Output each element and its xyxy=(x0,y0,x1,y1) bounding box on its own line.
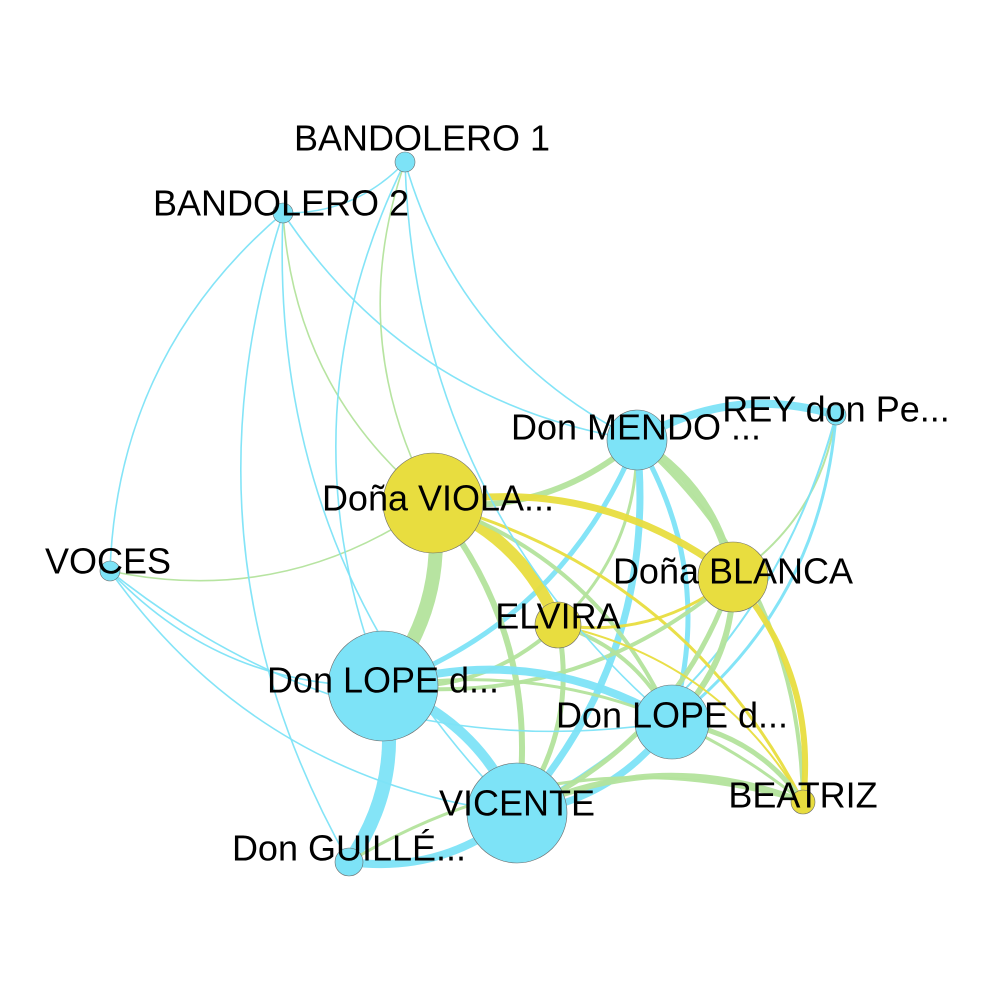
node-label-rey: REY don Pe... xyxy=(722,389,949,430)
node-label-blanca: Doña BLANCA xyxy=(613,551,853,592)
edge-lope1-bandolero1 xyxy=(335,161,406,687)
node-label-voces: VOCES xyxy=(45,541,171,582)
node-viola[interactable] xyxy=(382,452,484,554)
node-lope2[interactable] xyxy=(634,684,710,760)
node-voces[interactable] xyxy=(99,560,121,582)
node-rey[interactable] xyxy=(825,404,847,426)
labels-layer: BANDOLERO 1 BANDOLERO 2 Don MENDO ...REY d… xyxy=(45,118,950,869)
edge-vicente-bandolero2 xyxy=(281,212,518,814)
node-lope1[interactable] xyxy=(327,630,439,742)
node-bandolero1[interactable] xyxy=(394,151,416,173)
edge-blanca-beatriz xyxy=(730,574,809,805)
node-label-mendo: Don MENDO ... xyxy=(511,407,761,448)
node-label-lope2: Don LOPE d... xyxy=(556,695,788,736)
edge-elvira-beatriz xyxy=(557,624,804,803)
node-mendo[interactable] xyxy=(606,409,668,471)
node-blanca[interactable] xyxy=(697,541,769,613)
node-label-beatriz: BEATRIZ xyxy=(728,775,877,816)
edge-voces-bandolero2 xyxy=(109,212,284,572)
node-vicente[interactable] xyxy=(466,762,568,864)
node-guillen[interactable] xyxy=(334,847,364,877)
edge-lope2-bandolero1 xyxy=(404,161,673,723)
node-label-guillen: Don GUILLÉ... xyxy=(232,828,466,869)
edge-mendo-beatriz xyxy=(635,438,805,804)
node-label-bandolero1: BANDOLERO 1 xyxy=(294,118,550,159)
edge-mendo-vicente xyxy=(513,436,644,817)
edge-lope1-beatriz xyxy=(381,678,805,804)
node-beatriz[interactable] xyxy=(790,789,816,815)
nodes-layer xyxy=(99,151,847,877)
edge-rey-lope2 xyxy=(670,413,838,724)
node-elvira[interactable] xyxy=(534,601,582,649)
node-label-vicente: VICENTE xyxy=(439,783,595,824)
node-label-elvira: ELVIRA xyxy=(495,596,620,637)
edge-bandolero1-bandolero2 xyxy=(282,161,406,214)
node-bandolero2[interactable] xyxy=(272,202,294,224)
edge-guillen-beatriz xyxy=(347,776,805,864)
node-label-bandolero2: BANDOLERO 2 xyxy=(153,183,409,224)
edge-mendo-bandolero2 xyxy=(282,212,638,441)
edge-guillen-bandolero2 xyxy=(240,212,350,863)
edge-vicente-voces xyxy=(109,570,518,814)
edge-viola-beatriz xyxy=(431,501,805,804)
node-label-lope1: Don LOPE d... xyxy=(267,660,499,701)
edge-mendo-bandolero1 xyxy=(404,161,638,441)
node-label-viola: Doña VIOLA... xyxy=(322,478,554,519)
